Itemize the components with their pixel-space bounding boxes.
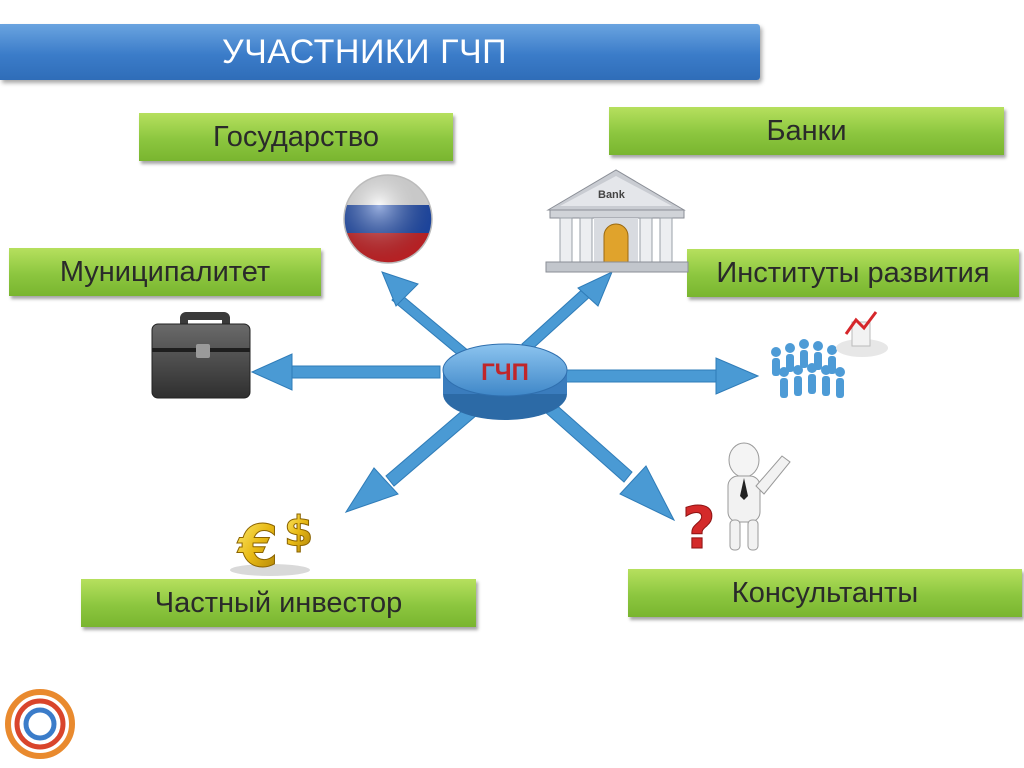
node-consultants: Консультанты bbox=[628, 569, 1022, 617]
arrow-to-banks bbox=[521, 270, 613, 353]
arrow-to-municipality bbox=[250, 353, 441, 391]
page-title: УЧАСТНИКИ ГЧП bbox=[222, 33, 508, 71]
russian-flag-icon bbox=[343, 174, 433, 264]
svg-text:?: ? bbox=[682, 494, 716, 562]
node-private-investor: Частный инвестор bbox=[81, 579, 476, 627]
bank-sign: Bank bbox=[598, 189, 626, 201]
question-man-icon: ? bbox=[682, 442, 791, 563]
arrow-to-investor bbox=[344, 403, 479, 513]
hub: ГЧП bbox=[442, 343, 568, 420]
svg-text:$: $ bbox=[284, 507, 313, 556]
arrows-group bbox=[250, 270, 760, 522]
bank-building-icon: Bank bbox=[545, 169, 689, 273]
people-crowd-icon bbox=[771, 311, 888, 398]
arrow-to-development bbox=[565, 357, 760, 395]
briefcase-icon bbox=[151, 312, 251, 399]
node-development-institutes: Институты развития bbox=[687, 249, 1019, 297]
euro-dollar-icon: € $ bbox=[230, 507, 314, 581]
node-municipality: Муниципалитет bbox=[9, 248, 321, 296]
company-logo-icon bbox=[5, 689, 75, 759]
svg-text:€: € bbox=[236, 512, 278, 580]
node-state: Государство bbox=[139, 113, 453, 161]
hub-label: ГЧП bbox=[481, 359, 529, 386]
arrow-to-consultants bbox=[535, 393, 676, 522]
node-banks: Банки bbox=[609, 107, 1004, 155]
title-bar bbox=[0, 24, 760, 80]
arrow-to-state bbox=[381, 271, 471, 361]
